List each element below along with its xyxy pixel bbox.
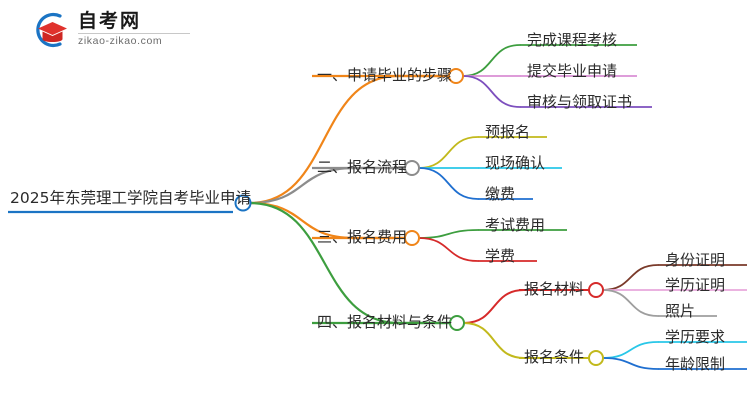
sub-label-报名材料: 报名材料 xyxy=(524,280,585,298)
sub-label-报名条件: 报名条件 xyxy=(524,348,585,366)
edge-branch-4-sub-2 xyxy=(463,322,525,359)
branch-node-2[interactable] xyxy=(404,160,420,176)
edge-leaf-照片 xyxy=(602,289,659,317)
edge-leaf-学历要求 xyxy=(602,341,659,359)
edge-leaf-考试费用 xyxy=(418,229,479,239)
edge-layer xyxy=(248,44,659,370)
edge-leaf-学费 xyxy=(418,237,479,262)
branch-node-4[interactable] xyxy=(449,315,465,331)
branch-node-1[interactable] xyxy=(448,68,464,84)
edge-leaf-身份证明 xyxy=(602,264,659,291)
leaf-label-提交毕业申请: 提交毕业申请 xyxy=(527,62,618,80)
leaf-label-学历要求: 学历要求 xyxy=(665,328,726,346)
leaf-label-照片: 照片 xyxy=(665,302,696,320)
branch-label-4: 四、报名材料与条件 xyxy=(317,313,453,331)
logo-url: zikao-zikao.com xyxy=(78,35,163,47)
leaf-label-考试费用: 考试费用 xyxy=(485,216,546,234)
branch-label-2: 二、报名流程 xyxy=(317,158,408,176)
branch-label-1: 一、申请毕业的步骤 xyxy=(317,66,453,84)
leaf-label-完成课程考核: 完成课程考核 xyxy=(527,31,618,49)
edge-leaf-审核与领取证书 xyxy=(462,75,521,108)
logo-text-block: 自考网 zikao-zikao.com xyxy=(78,10,208,47)
leaf-label-审核与领取证书: 审核与领取证书 xyxy=(527,93,633,111)
branch-label-3: 三、报名费用 xyxy=(317,228,408,246)
logo-divider xyxy=(78,33,190,34)
branch-node-3[interactable] xyxy=(404,230,420,246)
edge-leaf-缴费 xyxy=(418,167,479,200)
edge-leaf-预报名 xyxy=(418,136,479,169)
underline-layer xyxy=(8,44,747,370)
edge-root-to-branch-4 xyxy=(248,201,401,325)
edge-leaf-年龄限制 xyxy=(602,357,659,370)
leaf-label-现场确认: 现场确认 xyxy=(485,154,546,172)
edge-root-to-branch-2 xyxy=(248,166,356,205)
leaf-label-年龄限制: 年龄限制 xyxy=(665,355,726,373)
graduation-cap-icon xyxy=(36,12,67,48)
sub-node-2[interactable] xyxy=(588,350,604,366)
site-logo: 自考网 zikao-zikao.com xyxy=(30,8,210,54)
root-node[interactable] xyxy=(234,194,252,212)
node-layer xyxy=(234,68,604,366)
leaf-label-身份证明: 身份证明 xyxy=(665,251,726,269)
leaf-label-缴费: 缴费 xyxy=(485,185,516,203)
edge-leaf-完成课程考核 xyxy=(462,44,521,77)
leaf-label-学费: 学费 xyxy=(485,247,516,265)
leaf-label-预报名: 预报名 xyxy=(485,123,531,141)
root-label: 2025年东莞理工学院自考毕业申请 xyxy=(10,189,251,207)
sub-node-1[interactable] xyxy=(588,282,604,298)
logo-name: 自考网 xyxy=(78,10,142,32)
leaf-label-学历证明: 学历证明 xyxy=(665,276,726,294)
edge-branch-4-sub-1 xyxy=(463,289,525,324)
edge-root-to-branch-1 xyxy=(248,74,400,205)
